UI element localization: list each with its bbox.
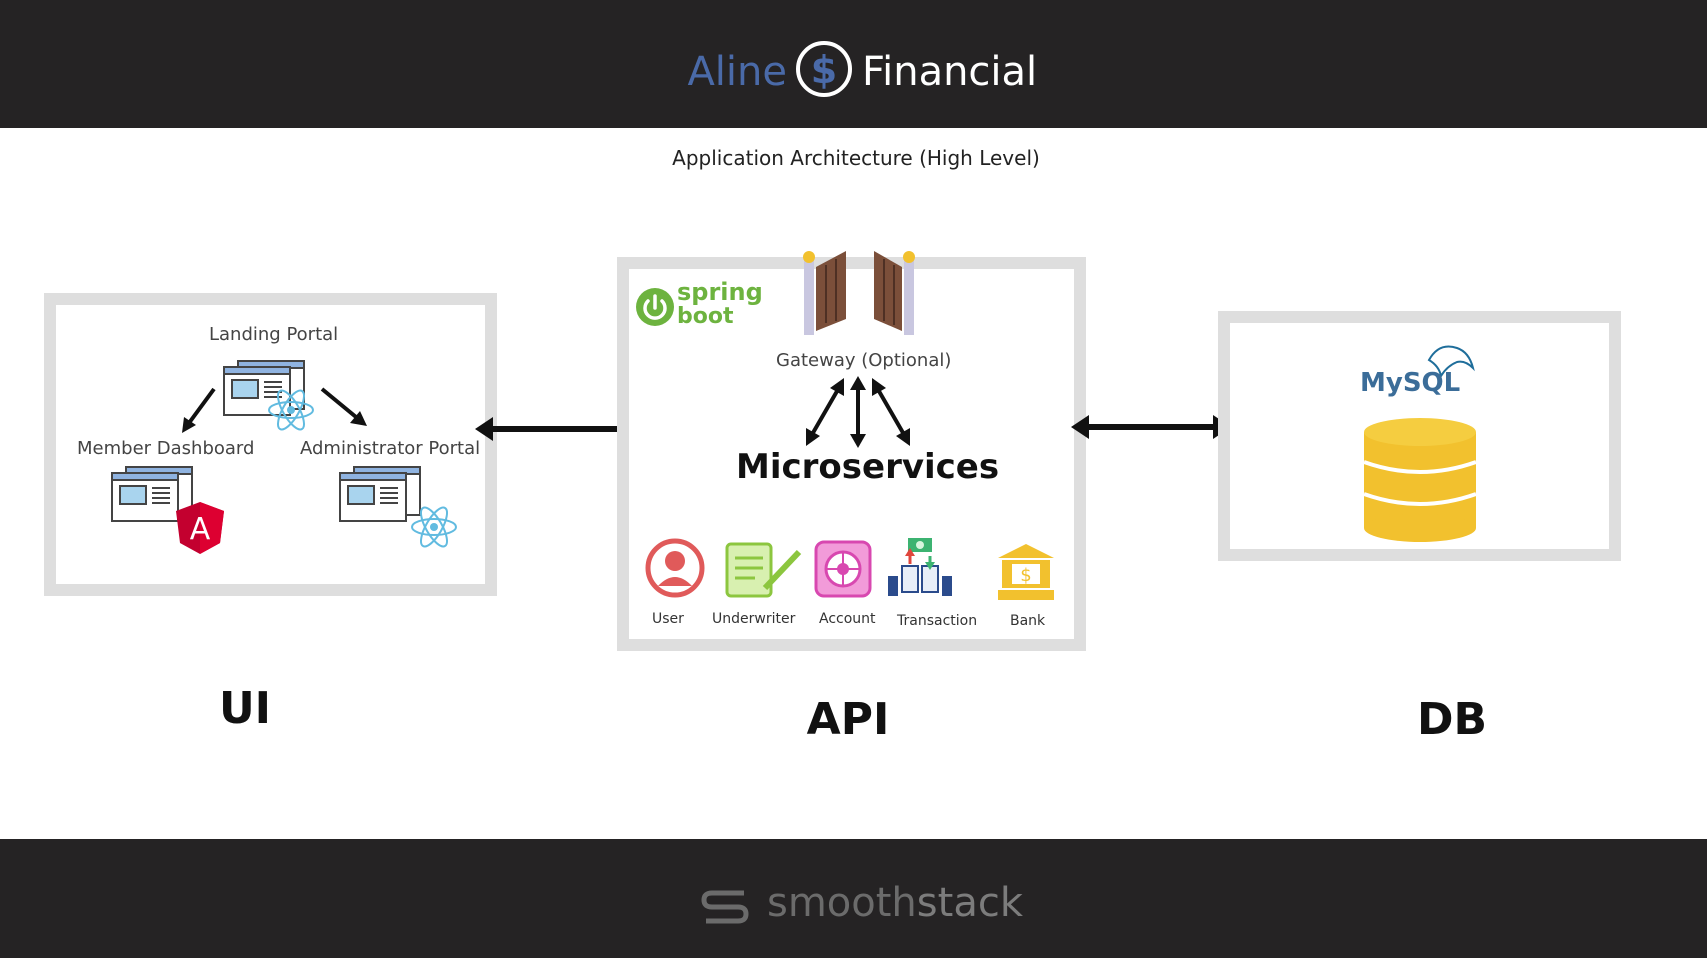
arrow-landing-to-admin bbox=[320, 387, 367, 426]
database-icon bbox=[1363, 418, 1477, 542]
footer-brand-b: stack bbox=[916, 880, 1023, 926]
service-label-user: User bbox=[652, 611, 684, 627]
smoothstack-logo-icon bbox=[701, 890, 749, 924]
microservices-label: Microservices bbox=[736, 447, 1000, 487]
section-label-ui: UI bbox=[218, 683, 272, 734]
arrow-api-db bbox=[1071, 415, 1231, 439]
angular-icon: A bbox=[176, 502, 224, 554]
header-bar bbox=[0, 0, 1707, 128]
landing-portal-window-icon bbox=[223, 360, 305, 416]
member-dashboard-label: Member Dashboard bbox=[77, 438, 255, 459]
user-icon bbox=[645, 538, 705, 598]
svg-text:A: A bbox=[190, 512, 211, 547]
service-label-account: Account bbox=[819, 611, 876, 627]
boot-label: boot bbox=[677, 304, 734, 329]
gateway-arrows bbox=[806, 376, 910, 448]
diagram-title: Application Architecture (High Level) bbox=[672, 146, 1040, 170]
mysql-label: MySQL bbox=[1360, 368, 1461, 398]
administrator-portal-label: Administrator Portal bbox=[300, 438, 481, 459]
react-icon bbox=[411, 506, 457, 548]
brand-name-right: Financial bbox=[862, 49, 1038, 95]
spring-label: spring bbox=[677, 278, 763, 306]
transaction-icon bbox=[888, 538, 952, 596]
gateway-label: Gateway (Optional) bbox=[776, 350, 952, 371]
footer-bar bbox=[0, 839, 1707, 958]
landing-portal-label: Landing Portal bbox=[209, 324, 339, 345]
service-label-underwriter: Underwriter bbox=[712, 611, 796, 627]
svg-text:$: $ bbox=[1020, 565, 1031, 586]
account-vault-icon bbox=[814, 540, 872, 598]
service-label-bank: Bank bbox=[1010, 613, 1046, 629]
bank-icon: $ bbox=[998, 544, 1054, 600]
arrow-ui-api bbox=[475, 417, 635, 441]
underwriter-icon bbox=[725, 542, 802, 598]
section-label-api: API bbox=[806, 694, 890, 745]
svg-text:$: $ bbox=[811, 48, 837, 92]
service-label-transaction: Transaction bbox=[897, 613, 978, 629]
footer-brand-a: smooth bbox=[767, 880, 917, 926]
arrow-landing-to-member bbox=[182, 387, 216, 433]
admin-portal-window-icon bbox=[339, 466, 421, 522]
member-dashboard-window-icon bbox=[111, 466, 193, 522]
spring-boot-logo-icon bbox=[636, 288, 674, 326]
react-icon bbox=[268, 389, 314, 431]
dollar-circle-icon: $ bbox=[796, 41, 852, 97]
footer-brand: smoothstack bbox=[767, 878, 1023, 928]
gate-icon bbox=[803, 251, 915, 335]
mysql-dolphin-icon bbox=[1427, 345, 1475, 379]
brand-name-left: Aline bbox=[687, 49, 787, 95]
section-label-db: DB bbox=[1416, 694, 1488, 745]
